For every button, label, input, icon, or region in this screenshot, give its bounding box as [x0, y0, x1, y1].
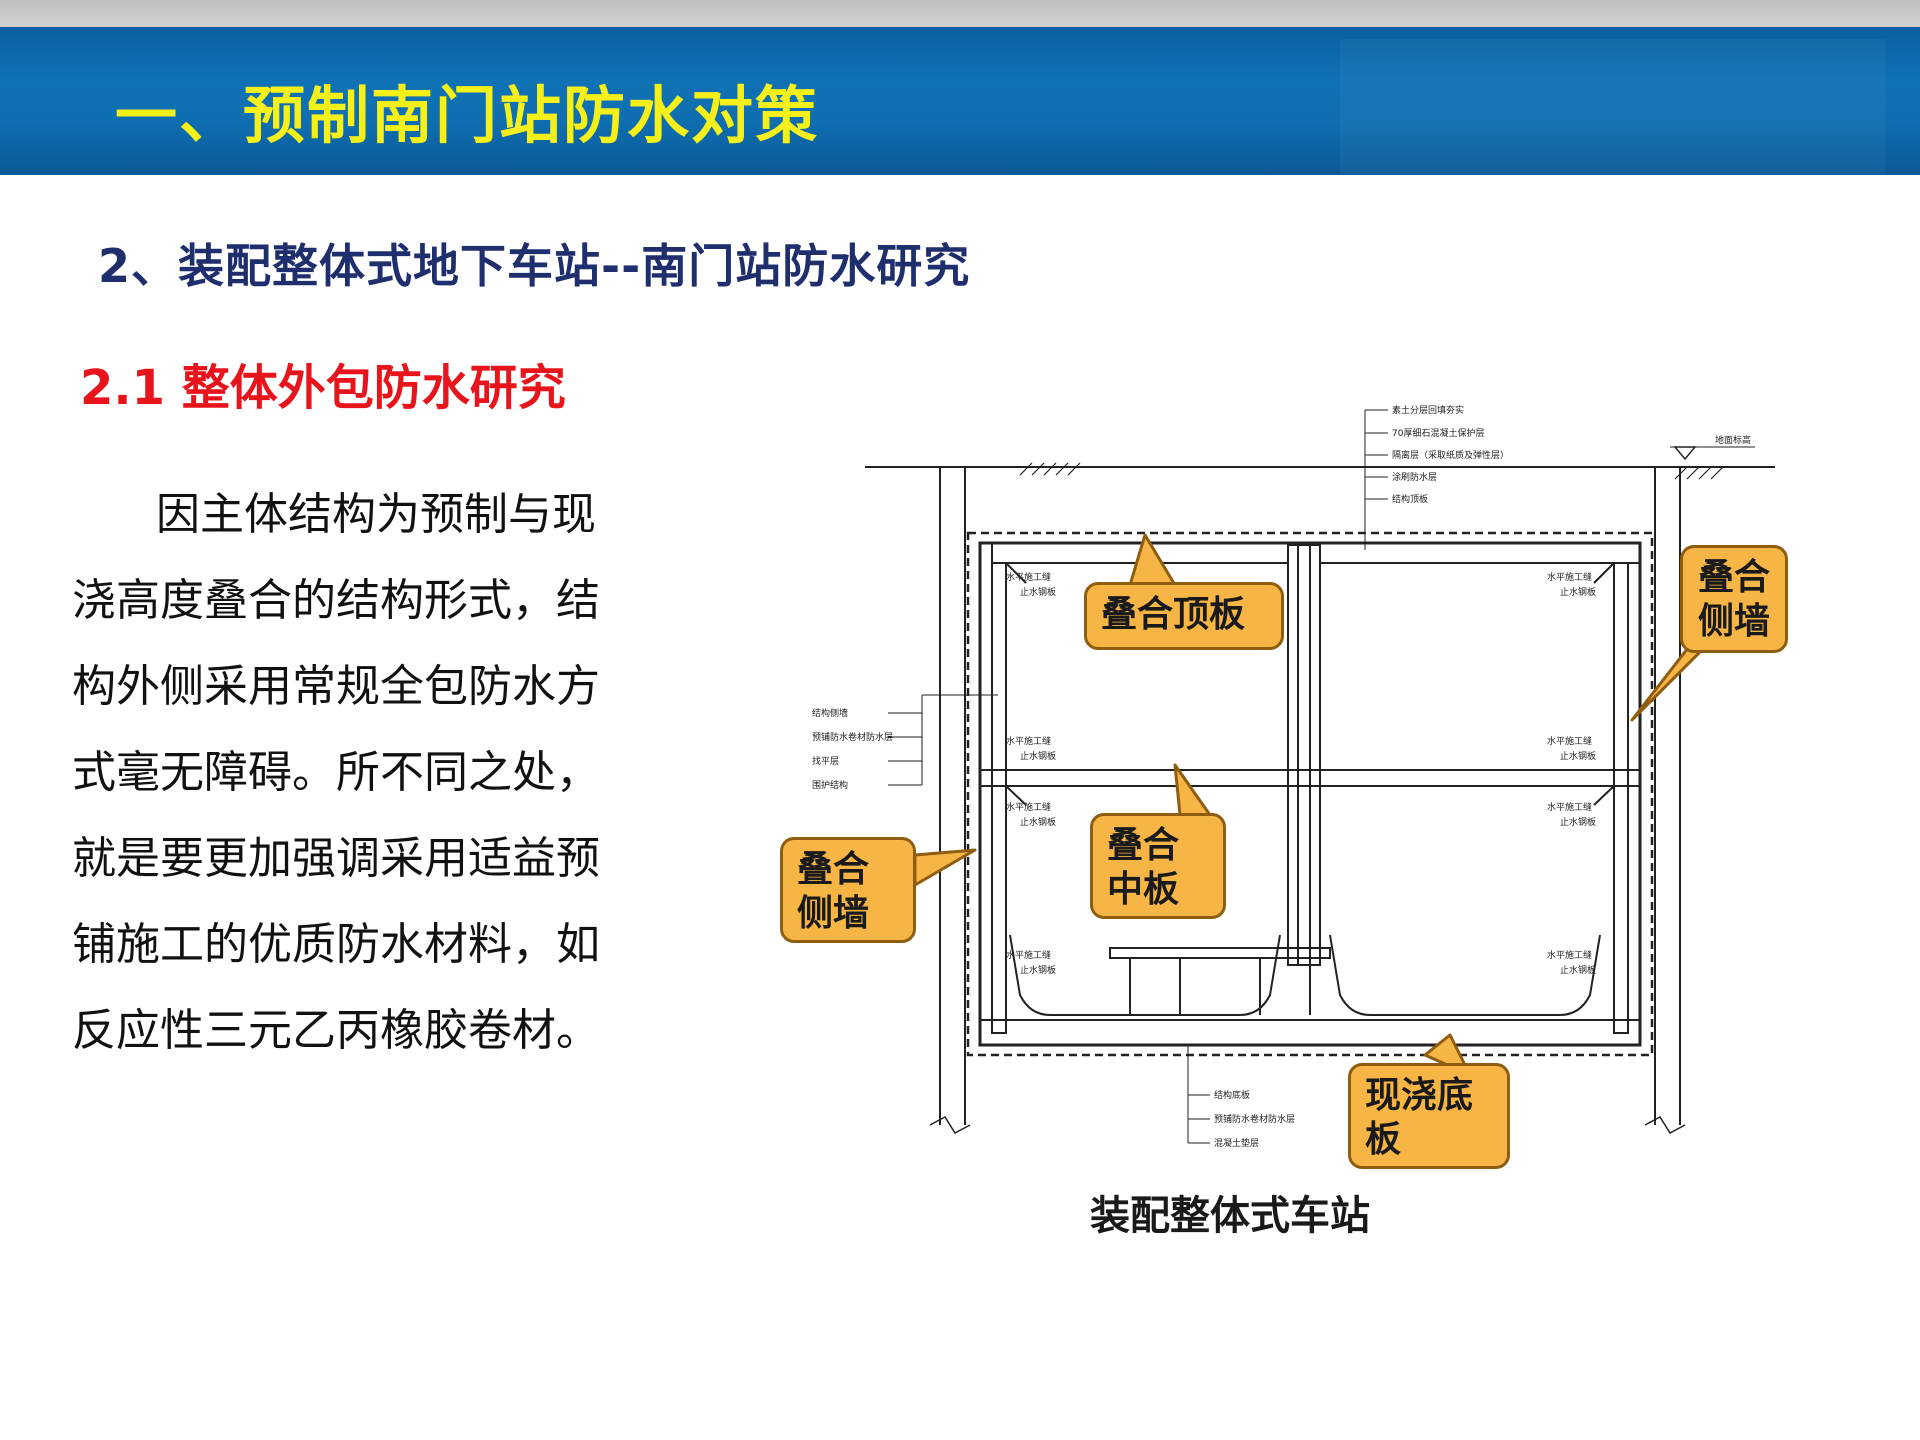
callout-pointers — [913, 533, 1724, 1077]
layer-label: 涂刷防水层 — [1392, 473, 1438, 483]
slide-title: 一、预制南门站防水对策 — [115, 79, 820, 152]
joint-label: 止水钢板 — [1020, 818, 1057, 828]
joint-label: 止水钢板 — [1020, 966, 1057, 976]
callout-left-wall: 叠合侧墙 — [780, 837, 916, 943]
layer-label: 找平层 — [812, 757, 840, 767]
joint-label: 止水钢板 — [1560, 966, 1597, 976]
left-wall — [991, 562, 1007, 1034]
ground-level-label: 地面标高 — [1715, 436, 1752, 446]
joint-label: 水平施工缝 — [1006, 573, 1052, 583]
layer-label: 预铺防水卷材防水层 — [1214, 1115, 1296, 1125]
top-strip — [0, 0, 1920, 27]
layer-label: 70厚细石混凝土保护层 — [1392, 429, 1485, 439]
joint-label: 水平施工缝 — [1547, 573, 1593, 583]
callout-top-slab: 叠合顶板 — [1084, 582, 1284, 650]
subtitle: 2、装配整体式地下车站--南门站防水研究 — [98, 239, 971, 293]
joint-label: 水平施工缝 — [1006, 737, 1052, 747]
callout-right-wall: 叠合侧墙 — [1680, 545, 1788, 653]
joint-label: 止水钢板 — [1020, 588, 1057, 598]
joint-label: 止水钢板 — [1560, 818, 1597, 828]
layer-label: 结构顶板 — [1392, 495, 1429, 505]
waterproof-envelope — [966, 531, 1654, 1057]
joint-label: 止水钢板 — [1560, 752, 1597, 762]
callout-middle-slab: 叠合中板 — [1090, 813, 1226, 919]
joint-label: 水平施工缝 — [1006, 951, 1052, 961]
layer-label: 结构侧墙 — [812, 709, 849, 719]
joint-label: 水平施工缝 — [1006, 803, 1052, 813]
joint-label: 水平施工缝 — [1547, 737, 1593, 747]
layer-label: 预铺防水卷材防水层 — [812, 733, 894, 743]
joint-label: 水平施工缝 — [1547, 951, 1593, 961]
title-bar-highlight — [1340, 39, 1885, 175]
layer-label: 结构底板 — [1214, 1091, 1251, 1101]
layer-label: 素土分层回填夯实 — [1392, 406, 1465, 416]
center-column — [1287, 544, 1321, 966]
platform-slab — [1109, 947, 1331, 959]
layer-label: 混凝土垫层 — [1214, 1139, 1260, 1149]
layer-label: 隔离层（采取纸质及弹性层） — [1392, 451, 1510, 461]
station-section-diagram: 素土分层回填夯实 70厚细石混凝土保护层 隔离层（采取纸质及弹性层） 涂刷防水层… — [770, 395, 1890, 1255]
bottom-slab — [979, 1019, 1641, 1046]
joint-label: 止水钢板 — [1020, 752, 1057, 762]
title-bar: 一、预制南门站防水对策 — [0, 27, 1920, 175]
joint-label: 止水钢板 — [1560, 588, 1597, 598]
section-title: 2.1 整体外包防水研究 — [80, 360, 566, 416]
body-paragraph: 因主体结构为预制与现浇高度叠合的结构形式，结构外侧采用常规全包防水方式毫无障碍。… — [72, 489, 600, 1056]
joint-label: 水平施工缝 — [1547, 803, 1593, 813]
layer-label: 围护结构 — [812, 781, 849, 791]
callout-bottom-slab: 现浇底板 — [1348, 1063, 1510, 1169]
track-left — [1009, 934, 1281, 1016]
diagram-drawing — [865, 409, 1775, 1144]
track-right — [1329, 934, 1601, 1016]
figure-caption: 装配整体式车站 — [1090, 1193, 1370, 1239]
right-wall — [1613, 562, 1629, 1034]
